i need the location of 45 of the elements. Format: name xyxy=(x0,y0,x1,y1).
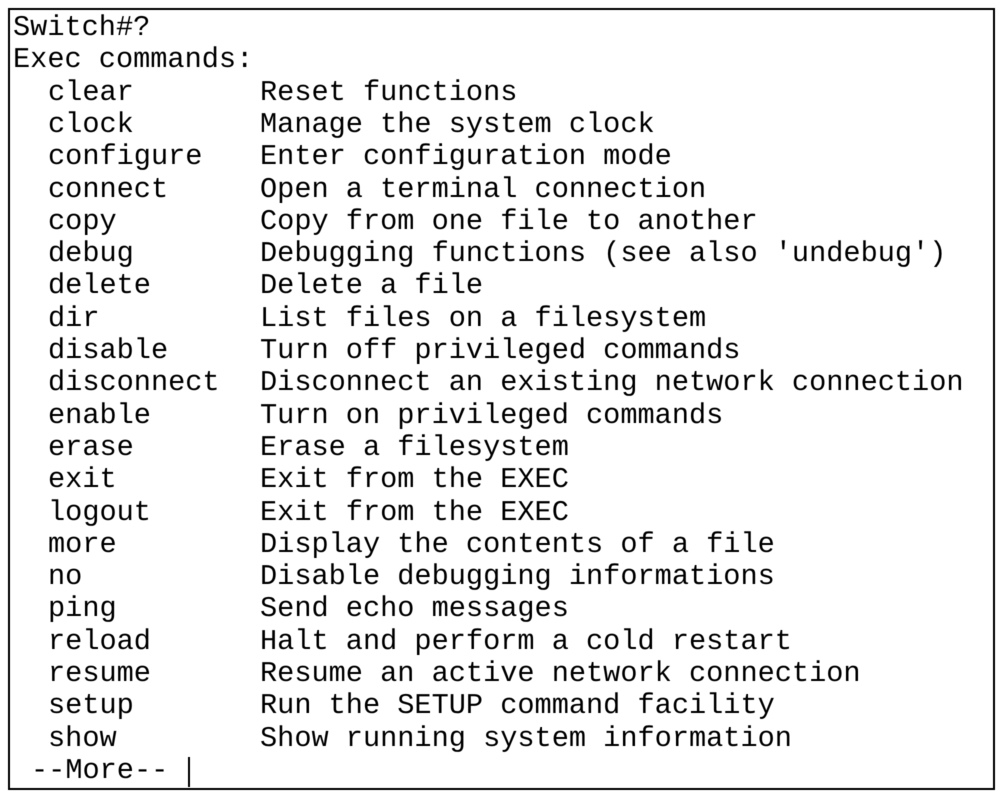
command-name: ping xyxy=(48,593,117,626)
command-name: connect xyxy=(48,174,168,206)
command-name: logout xyxy=(48,496,151,528)
command-description: Resume an active network connection xyxy=(260,658,861,690)
command-description: Disable debugging informations xyxy=(260,561,775,594)
command-name: exit xyxy=(48,464,117,496)
command-name: enable xyxy=(48,400,151,432)
command-name: delete xyxy=(48,270,151,302)
command-name: erase xyxy=(48,432,134,464)
command-description: Reset functions xyxy=(260,76,518,109)
command-name: no xyxy=(48,561,82,594)
command-description: Run the SETUP command facility xyxy=(260,690,775,722)
command-prompt: Switch#? xyxy=(13,12,150,44)
command-name: disconnect xyxy=(48,367,220,400)
command-description: Display the contents of a file xyxy=(260,528,775,561)
command-name: more xyxy=(48,528,117,561)
command-description: Show running system information xyxy=(260,722,792,755)
more-prompt: --More-- xyxy=(31,754,168,787)
command-name: disable xyxy=(48,335,168,367)
command-description: Exit from the EXEC xyxy=(260,496,569,528)
command-description: Manage the system clock xyxy=(260,108,655,141)
command-description: Copy from one file to another xyxy=(260,206,758,238)
command-name: copy xyxy=(48,206,117,238)
command-description: Enter configuration mode xyxy=(260,141,672,174)
command-description: Open a terminal connection xyxy=(260,174,706,206)
command-description: Delete a file xyxy=(260,270,484,302)
command-name: show xyxy=(48,722,117,755)
command-name: configure xyxy=(48,141,202,174)
command-name: debug xyxy=(48,238,134,270)
command-description: Send echo messages xyxy=(260,593,569,626)
command-name: setup xyxy=(48,690,134,722)
command-name: resume xyxy=(48,658,151,690)
command-description: Turn off privileged commands xyxy=(260,335,740,367)
command-description: Turn on privileged commands xyxy=(260,400,724,432)
command-name: reload xyxy=(48,626,151,658)
command-name: clock xyxy=(48,108,134,141)
command-description: Halt and perform a cold restart xyxy=(260,626,792,658)
command-description: Exit from the EXEC xyxy=(260,464,569,496)
command-description: List files on a filesystem xyxy=(260,302,706,335)
command-name: dir xyxy=(48,302,100,335)
command-description: Erase a filesystem xyxy=(260,432,569,464)
command-description: Debugging functions (see also 'undebug') xyxy=(260,238,946,270)
command-name: clear xyxy=(48,76,134,109)
command-description: Disconnect an existing network connection xyxy=(260,367,964,400)
section-heading: Exec commands: xyxy=(13,44,254,76)
